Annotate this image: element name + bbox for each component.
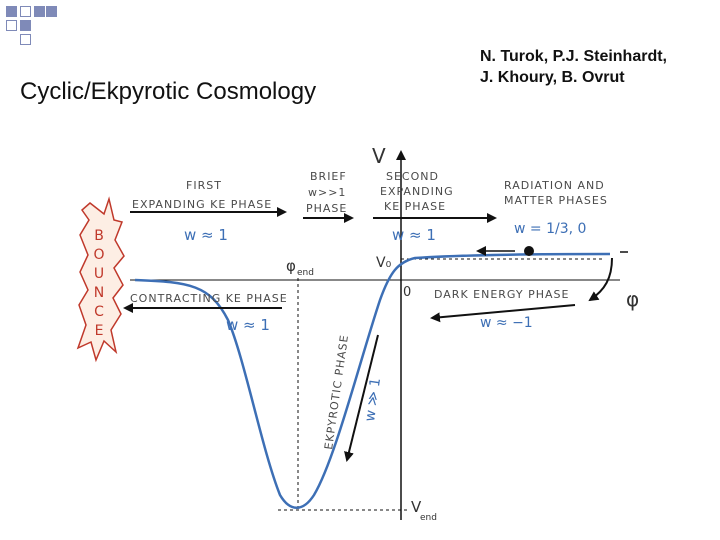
corner-square xyxy=(34,6,45,17)
arrow-dark-energy xyxy=(430,304,576,323)
bounce-letter: O xyxy=(93,247,104,263)
bounce-letter: C xyxy=(94,304,104,320)
slide-title: Cyclic/Ekpyrotic Cosmology xyxy=(20,78,317,105)
field-position-dot xyxy=(524,246,534,256)
eos-second: w ≈ 1 xyxy=(392,226,436,244)
phi-end-subscript: end xyxy=(297,268,314,278)
axis-phi-label: φ xyxy=(626,287,639,311)
corner-square xyxy=(20,34,31,45)
arrow-turnaround xyxy=(588,257,613,302)
eos-radiation: w = 1/3, 0 xyxy=(514,221,586,237)
corner-square xyxy=(20,6,31,17)
axis-v-label: V xyxy=(372,144,386,168)
v0-label: V₀ xyxy=(376,255,392,271)
bounce-letter: E xyxy=(95,323,104,339)
bounce-starburst xyxy=(76,196,125,363)
eos-dark-energy: w ≈ −1 xyxy=(480,315,533,331)
bounce-letter: N xyxy=(94,285,104,301)
phase-label-first: FIRST xyxy=(186,179,222,192)
v-end-label: V xyxy=(411,498,422,516)
corner-square xyxy=(20,20,31,31)
phase-label-dark-energy: DARK ENERGY PHASE xyxy=(434,288,569,301)
phase-label-brief: BRIEF xyxy=(310,170,347,183)
authors-line-2: J. Khoury, B. Ovrut xyxy=(480,69,625,86)
phase-label-ekpyrotic: EKPYROTIC PHASE xyxy=(322,334,351,451)
eos-ekpyrotic: w ≫ 1 xyxy=(362,377,384,423)
corner-square xyxy=(6,6,17,17)
phase-label-radiation: MATTER PHASES xyxy=(504,194,608,207)
phase-label-first: EXPANDING KE PHASE xyxy=(132,198,272,211)
origin-label: 0 xyxy=(403,285,411,300)
corner-square xyxy=(46,6,57,17)
phase-label-contracting: CONTRACTING KE PHASE xyxy=(130,292,288,305)
phase-label-second: EXPANDING xyxy=(380,185,454,198)
bounce-letter: U xyxy=(94,266,104,282)
corner-square xyxy=(6,20,17,31)
phase-label-second: KE PHASE xyxy=(384,200,446,213)
authors-line-1: N. Turok, P.J. Steinhardt, xyxy=(480,48,667,65)
potential-curve xyxy=(134,252,611,509)
bounce-letter: B xyxy=(94,228,104,244)
arrow-ekpyrotic xyxy=(344,334,379,462)
phi-end-label: φ xyxy=(286,257,296,275)
v-end-subscript: end xyxy=(420,513,437,523)
phase-label-brief: w>>1 xyxy=(308,186,346,199)
phase-label-brief: PHASE xyxy=(306,202,347,215)
slide-authors: N. Turok, P.J. Steinhardt, J. Khoury, B.… xyxy=(480,46,667,88)
phase-label-radiation: RADIATION AND xyxy=(504,179,605,192)
eos-contracting: w ≈ 1 xyxy=(226,316,270,334)
eos-first: w ≈ 1 xyxy=(184,226,228,244)
phase-label-second: SECOND xyxy=(386,170,439,183)
